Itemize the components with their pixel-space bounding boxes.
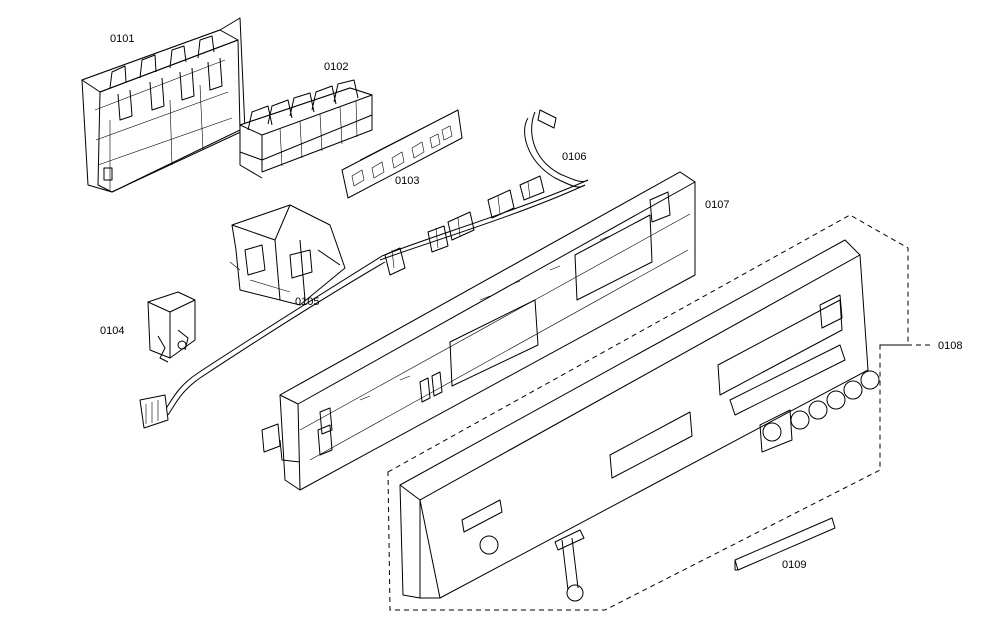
part-0101-control-module[interactable]	[81, 17, 246, 193]
part-0109-trim-strip[interactable]	[734, 517, 836, 571]
label-0106: 0106	[562, 151, 586, 163]
part-labels: 0101 0102 0103 0104 0105 0106 0107 0108 …	[100, 33, 962, 571]
part-0104-switch[interactable]	[147, 291, 196, 363]
label-0104: 0104	[100, 325, 124, 337]
label-0101: 0101	[110, 33, 134, 45]
part-0106-wiring-harness[interactable]	[139, 109, 589, 429]
part-0105-switch-assembly[interactable]	[229, 204, 346, 306]
label-0105: 0105	[295, 296, 319, 308]
part-0108-front-fascia[interactable]	[387, 214, 909, 611]
label-0109: 0109	[782, 559, 806, 571]
label-0102: 0102	[324, 61, 348, 73]
part-0103-foil-strip[interactable]	[341, 109, 463, 199]
label-0103: 0103	[395, 175, 419, 187]
part-0102-key-block[interactable]	[239, 79, 373, 179]
label-0108: 0108	[938, 340, 962, 352]
label-0107: 0107	[705, 199, 729, 211]
part-0107-panel-frame[interactable]	[261, 171, 696, 491]
